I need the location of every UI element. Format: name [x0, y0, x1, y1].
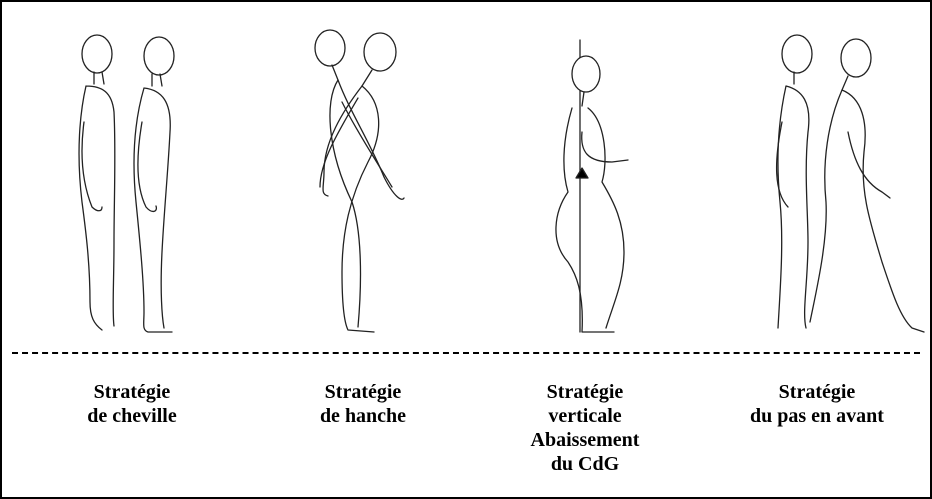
balance-strategies-illustration — [78, 29, 925, 333]
caption-line: Stratégie — [93, 381, 171, 403]
caption-line: de hanche — [319, 405, 407, 427]
caption-line: Abaissement — [530, 429, 640, 451]
caption-line: Stratégie — [546, 381, 624, 403]
caption-line: Stratégie — [778, 381, 856, 403]
center-of-gravity-marker — [575, 167, 589, 179]
caption-line: de cheville — [87, 405, 177, 427]
hip-figure-back — [314, 29, 405, 328]
vertical-strategy-figure — [555, 39, 629, 333]
caption-hip-strategy: Stratégie de hanche — [248, 380, 478, 428]
caption-line: Stratégie — [324, 381, 402, 403]
step-strategy-figures — [775, 34, 925, 333]
caption-line: du pas en avant — [750, 405, 884, 427]
dashed-separator — [12, 352, 920, 354]
caption-line: du CdG — [550, 453, 620, 475]
step-figure-back — [775, 34, 813, 329]
caption-ankle-strategy: Stratégie de cheville — [17, 380, 247, 428]
caption-line: verticale — [548, 405, 622, 427]
hip-strategy-figures — [314, 29, 405, 333]
ankle-strategy-figures — [78, 34, 175, 333]
caption-step-strategy: Stratégie du pas en avant — [702, 380, 930, 428]
hip-figure-front — [319, 32, 397, 333]
step-figure-front — [809, 38, 925, 333]
ankle-figure-back — [78, 34, 116, 331]
caption-vertical-strategy: Stratégie verticale Abaissement du CdG — [470, 380, 700, 476]
ankle-figure-front — [133, 36, 175, 333]
